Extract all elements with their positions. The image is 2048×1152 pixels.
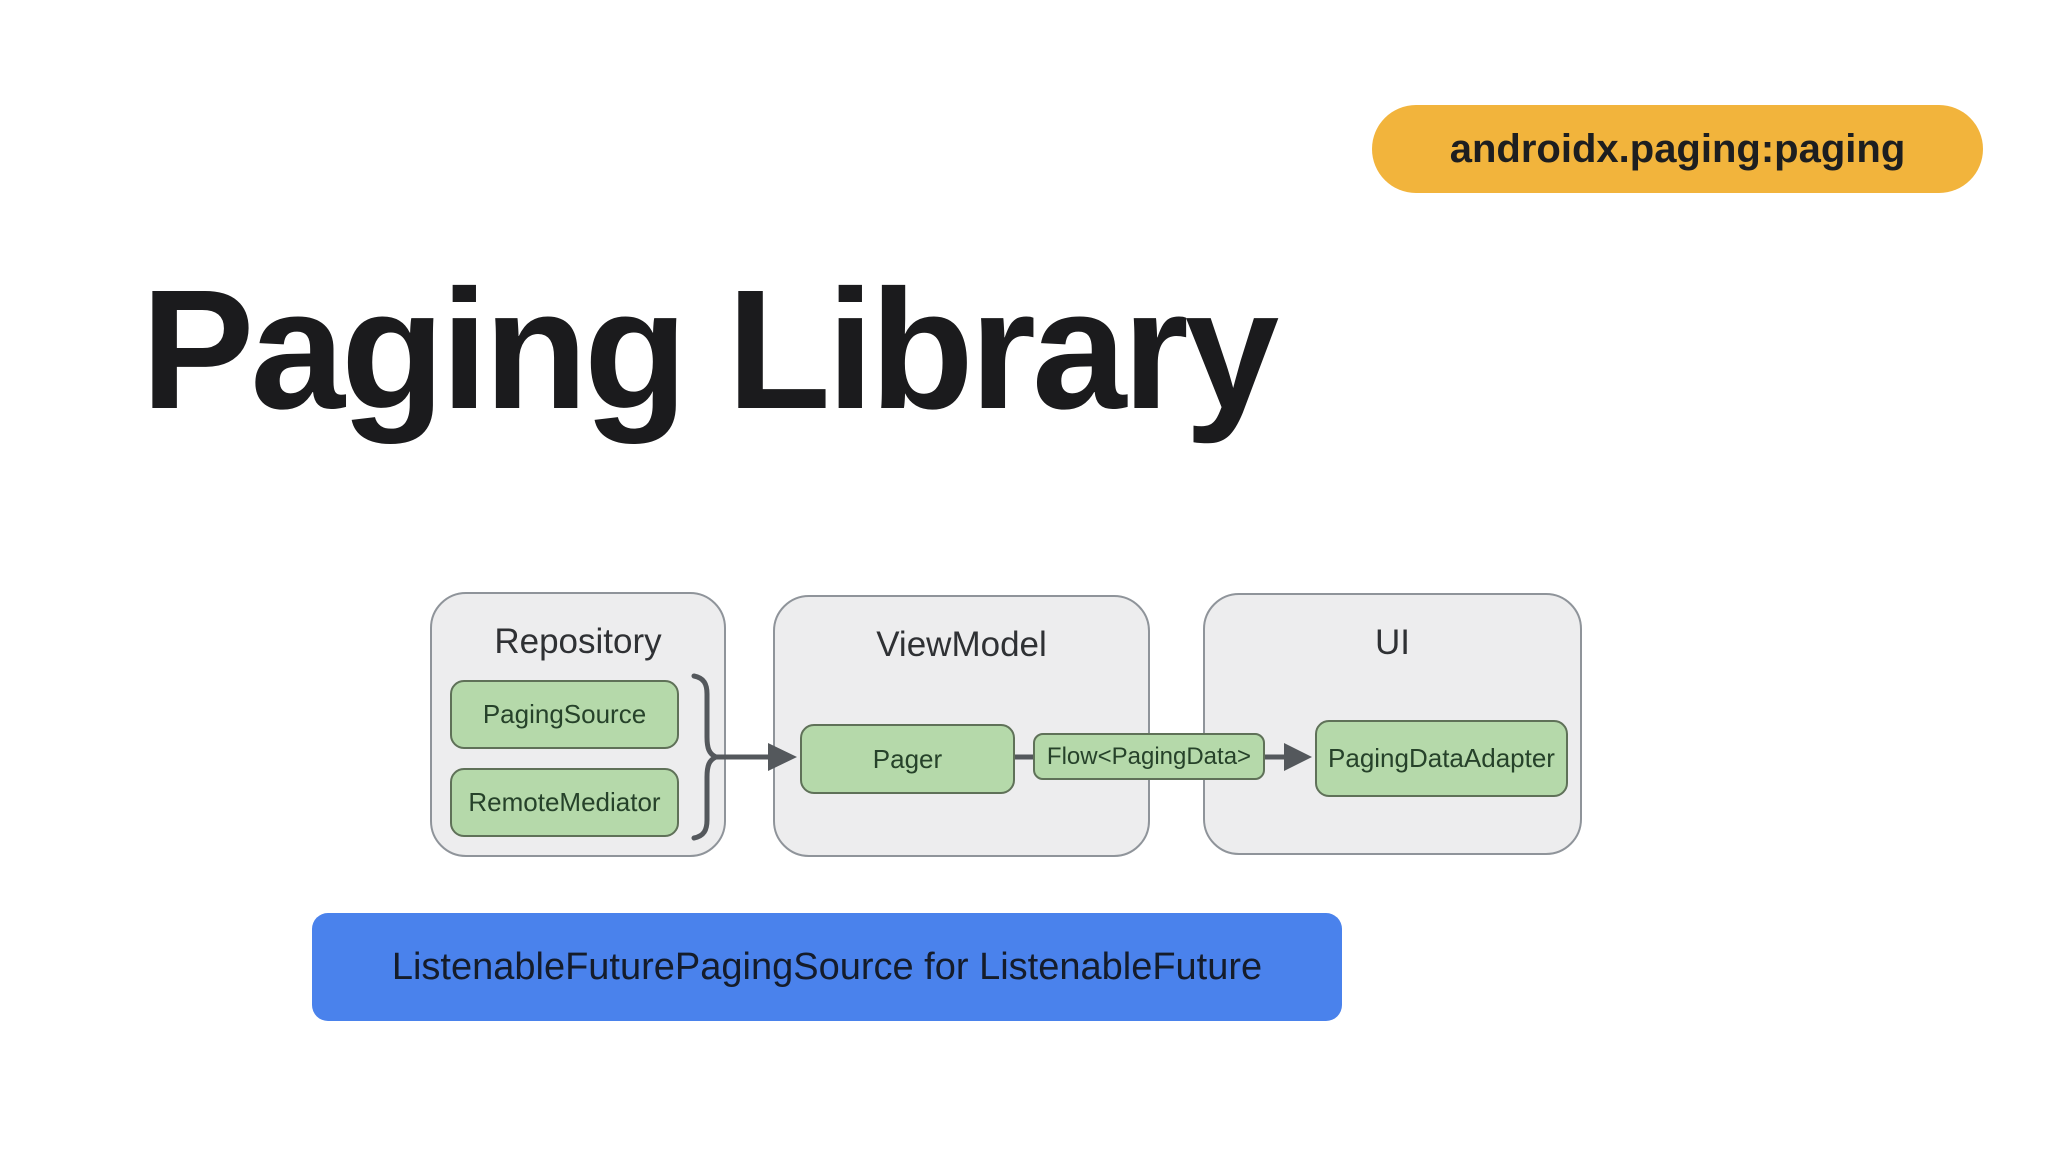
group-viewmodel: ViewModel Pager	[773, 595, 1150, 857]
group-viewmodel-label: ViewModel	[876, 625, 1047, 664]
group-repository: Repository PagingSource RemoteMediator	[430, 592, 726, 857]
page-title: Paging Library	[141, 255, 1279, 445]
node-pagingdataadapter: PagingDataAdapter	[1315, 720, 1568, 797]
node-pagingsource: PagingSource	[450, 680, 679, 749]
group-ui: UI PagingDataAdapter	[1203, 593, 1582, 855]
group-repository-label: Repository	[494, 622, 662, 661]
node-remotemediator: RemoteMediator	[450, 768, 679, 837]
package-badge: androidx.paging:paging	[1372, 105, 1983, 193]
group-ui-label: UI	[1375, 623, 1410, 662]
node-pager: Pager	[800, 724, 1015, 794]
listenablefuture-banner: ListenableFuturePagingSource for Listena…	[312, 913, 1342, 1021]
node-flow-pagingdata: Flow<PagingData>	[1033, 733, 1265, 780]
